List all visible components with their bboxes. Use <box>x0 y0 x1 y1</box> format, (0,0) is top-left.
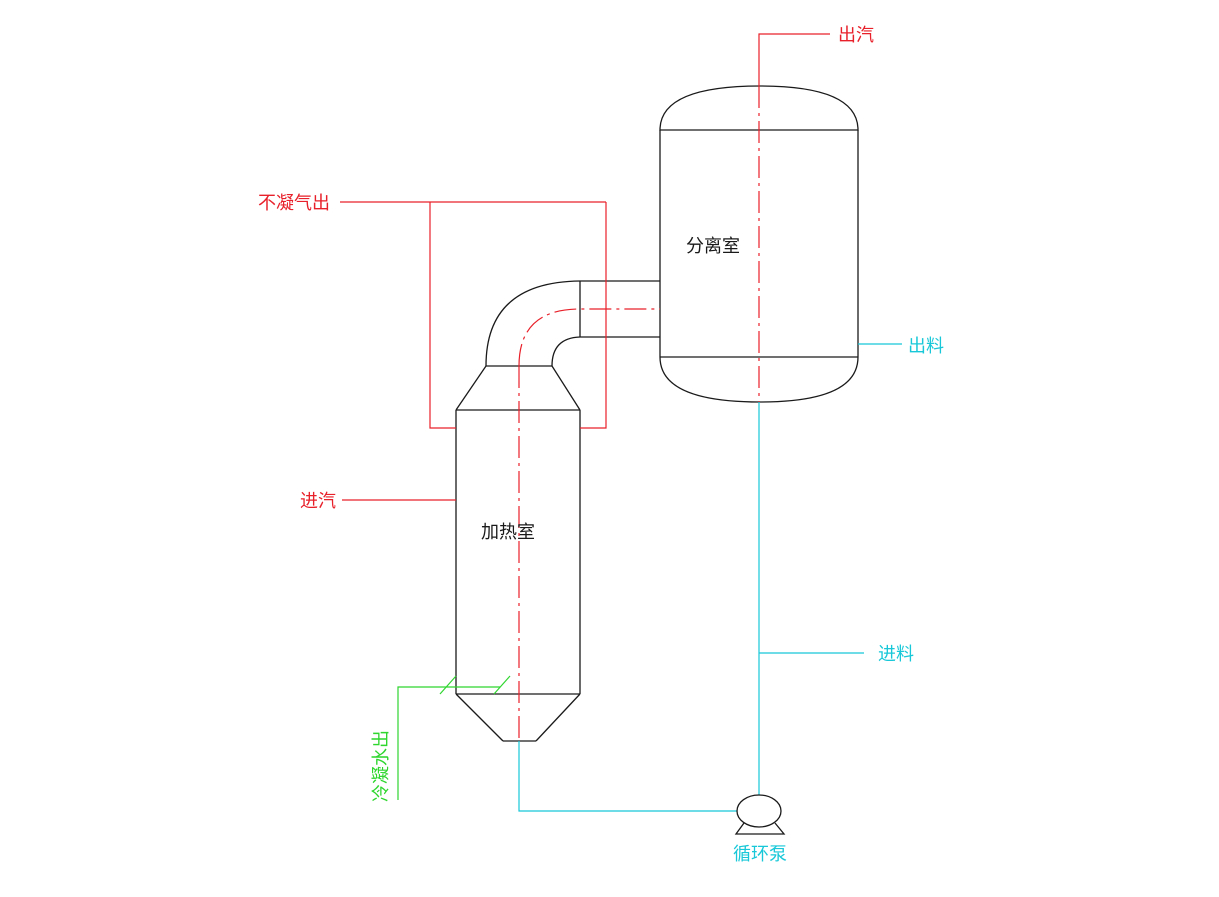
circulation-lines <box>518 343 902 812</box>
heater-label: 加热室 <box>481 522 535 543</box>
separator-vessel <box>659 85 859 403</box>
separator-label: 分离室 <box>686 236 740 257</box>
heater-vessel <box>455 365 581 742</box>
feed-in-label: 进料 <box>878 644 914 665</box>
noncondensable-line <box>340 201 607 429</box>
steam-out-label: 出汽 <box>838 25 874 46</box>
condensate-line <box>397 675 511 800</box>
steam-out-line <box>758 33 830 86</box>
pump-label: 循环泵 <box>733 844 787 865</box>
circulation-pump <box>734 794 786 835</box>
centerlines <box>518 86 760 741</box>
noncondensable-out-label: 不凝气出 <box>258 193 330 214</box>
condensate-out-label: 冷凝水出 <box>371 730 392 802</box>
connecting-pipe <box>485 280 660 367</box>
steam-in-label: 进汽 <box>300 491 336 512</box>
product-out-label: 出料 <box>908 336 944 357</box>
